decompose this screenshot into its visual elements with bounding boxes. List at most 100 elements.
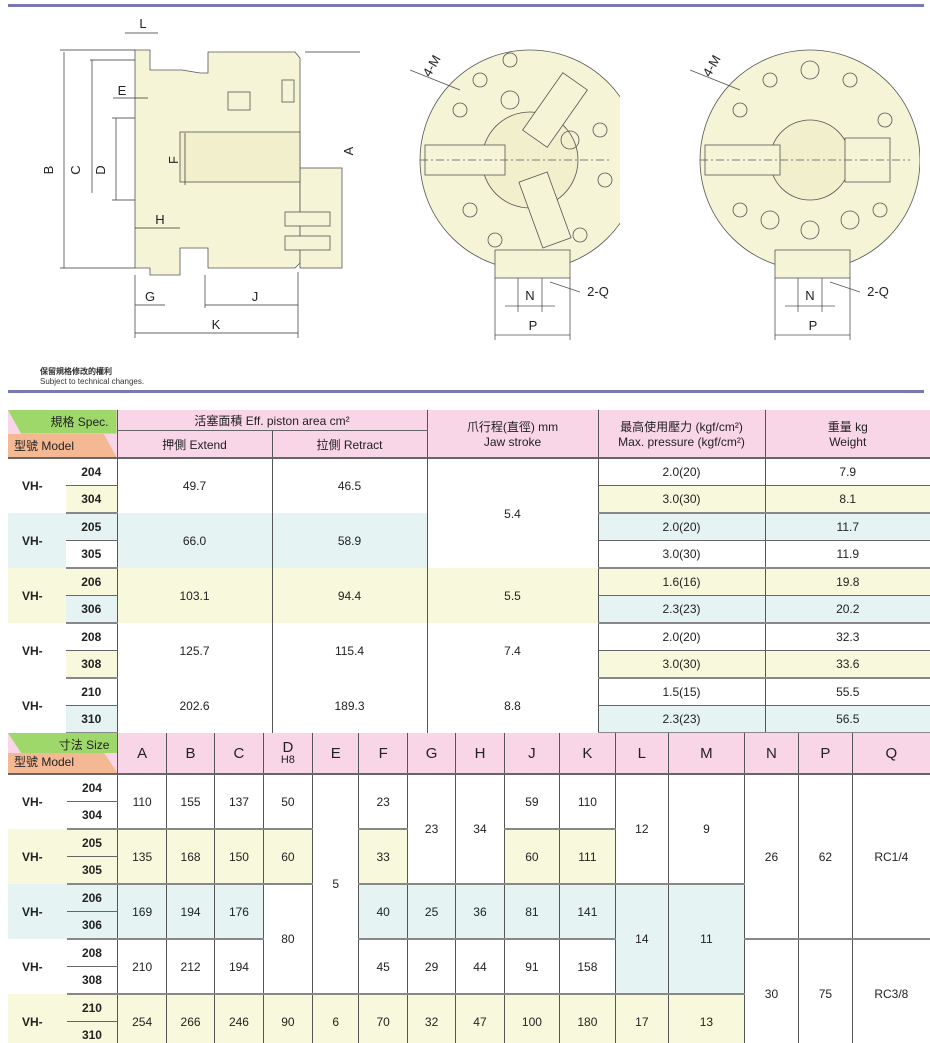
model-label: 型號 Model bbox=[14, 439, 75, 453]
mid-rule bbox=[8, 390, 924, 393]
column-d-label: D bbox=[282, 738, 294, 756]
weight-zh: 重量 kg bbox=[827, 420, 868, 434]
table-row: 308 bbox=[8, 966, 930, 995]
dimension-f: 40 bbox=[358, 884, 408, 940]
label-L: L bbox=[139, 16, 146, 31]
label-J: J bbox=[252, 289, 259, 304]
dimension-n: 30 bbox=[743, 939, 799, 1043]
pressure-en: Max. pressure (kgf/cm²) bbox=[618, 435, 745, 449]
label-P-2: P bbox=[809, 318, 818, 333]
column-header-c: C bbox=[214, 733, 264, 775]
dimension-m: 13 bbox=[668, 994, 745, 1043]
retract-area: 46.5 bbox=[271, 458, 428, 513]
table-row: 310 bbox=[8, 1021, 930, 1043]
note-en: Subject to technical changes. bbox=[40, 377, 145, 386]
model-number: 310 bbox=[66, 1021, 118, 1043]
dimension-b: 168 bbox=[165, 829, 215, 885]
dimension-n: 26 bbox=[743, 774, 799, 940]
label-2-Q: 2-Q bbox=[587, 284, 609, 299]
extend-area: 49.7 bbox=[116, 458, 272, 513]
dimension-f: 70 bbox=[358, 994, 408, 1043]
table-row: 304 bbox=[8, 801, 930, 830]
dimension-b: 266 bbox=[165, 994, 215, 1043]
dimension-d: 90 bbox=[262, 994, 313, 1043]
dimension-m: 9 bbox=[668, 774, 745, 885]
dimension-g: 25 bbox=[406, 884, 456, 940]
extend-area: 103.1 bbox=[116, 568, 272, 623]
model-prefix: VH- bbox=[8, 513, 66, 568]
dimension-e: 5 bbox=[312, 774, 359, 995]
spec-model-header: 規格 Spec.型號 Model bbox=[8, 410, 117, 459]
dimension-g: 32 bbox=[406, 994, 456, 1043]
column-header-q: Q bbox=[851, 733, 930, 775]
dimension-k: 111 bbox=[559, 829, 616, 885]
note-zh: 保留規格修改的權利 bbox=[40, 367, 112, 376]
header-max-pressure: 最高使用壓力 (kgf/cm²)Max. pressure (kgf/cm²) bbox=[597, 410, 766, 459]
dimension-h: 34 bbox=[455, 774, 505, 885]
extend-area: 202.6 bbox=[116, 678, 272, 733]
column-header-m: M bbox=[668, 733, 745, 775]
dimension-a: 210 bbox=[117, 939, 167, 995]
dimension-c: 194 bbox=[214, 939, 264, 995]
weight: 19.8 bbox=[764, 568, 930, 596]
weight: 55.5 bbox=[764, 678, 930, 706]
dimension-a: 110 bbox=[117, 774, 167, 830]
dimension-a: 169 bbox=[117, 884, 167, 940]
max-pressure: 2.0(20) bbox=[597, 458, 766, 486]
label-B: B bbox=[41, 166, 56, 175]
weight-en: Weight bbox=[829, 435, 867, 449]
dimension-d: 60 bbox=[262, 829, 313, 885]
dimension-l: 14 bbox=[614, 884, 669, 995]
retract-area: 115.4 bbox=[271, 623, 428, 678]
table-row: 306 bbox=[8, 911, 930, 940]
dimension-j: 91 bbox=[503, 939, 560, 995]
label-G: G bbox=[145, 289, 155, 304]
dimension-h: 47 bbox=[455, 994, 505, 1043]
dimension-c: 176 bbox=[214, 884, 264, 940]
dimension-b: 212 bbox=[165, 939, 215, 995]
dimension-c: 137 bbox=[214, 774, 264, 830]
dimension-j: 81 bbox=[503, 884, 560, 940]
jaw-stroke: 5.4 bbox=[426, 458, 599, 568]
model-prefix: VH- bbox=[8, 829, 67, 884]
model-number: 208 bbox=[66, 623, 117, 651]
dimension-f: 23 bbox=[358, 774, 408, 830]
model-number: 206 bbox=[66, 568, 117, 596]
retract-area: 94.4 bbox=[271, 568, 428, 623]
column-header-n: N bbox=[743, 733, 799, 775]
label-P: P bbox=[529, 318, 538, 333]
model-prefix: VH- bbox=[8, 458, 66, 513]
label-N: N bbox=[525, 288, 534, 303]
size-label: 寸法 Size bbox=[58, 738, 110, 752]
label-C: C bbox=[68, 165, 83, 174]
jaw-stroke: 8.8 bbox=[426, 678, 599, 733]
dimension-p: 75 bbox=[798, 939, 853, 1043]
model-number: 306 bbox=[66, 595, 117, 624]
max-pressure: 2.0(20) bbox=[597, 513, 766, 541]
model-prefix: VH- bbox=[8, 994, 67, 1043]
dimension-q: RC1/4 bbox=[851, 774, 930, 940]
model-number: 210 bbox=[66, 678, 117, 706]
column-header-g: G bbox=[406, 733, 456, 775]
weight: 56.5 bbox=[764, 705, 930, 734]
model-number: 205 bbox=[66, 513, 117, 541]
dimension-q: RC3/8 bbox=[851, 939, 930, 1043]
dimension-m: 11 bbox=[668, 884, 745, 995]
table-row: 305 bbox=[8, 856, 930, 885]
dimension-c: 150 bbox=[214, 829, 264, 885]
model-number: 205 bbox=[66, 829, 118, 857]
model-number: 310 bbox=[66, 705, 117, 734]
weight: 32.3 bbox=[764, 623, 930, 651]
front-view-drawing-1: 4-M N 2-Q P bbox=[409, 49, 620, 340]
